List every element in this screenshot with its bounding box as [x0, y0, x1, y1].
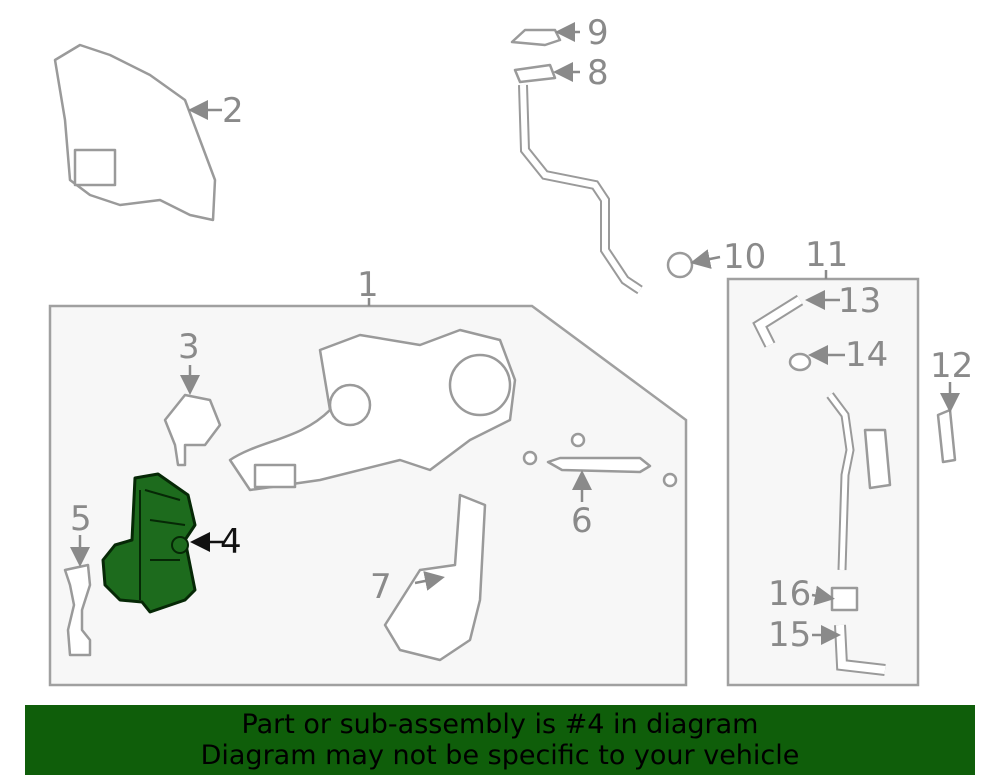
- callout-7: 7: [370, 567, 392, 607]
- flange-part-8[interactable]: [513, 63, 557, 84]
- washer: [662, 472, 678, 488]
- gasket-part-10[interactable]: [666, 251, 694, 279]
- callout-5: 5: [70, 499, 92, 539]
- callout-1: 1: [357, 265, 379, 305]
- gasket-part-12[interactable]: [936, 408, 957, 464]
- turbo-outlet: [328, 383, 372, 427]
- heat-shield-flange: [73, 148, 117, 187]
- actuator-part-3[interactable]: [163, 393, 222, 467]
- banner-line-1: Part or sub-assembly is #4 in diagram: [241, 709, 759, 740]
- callout-15: 15: [768, 615, 811, 655]
- callout-11: 11: [805, 235, 848, 275]
- turbo-compressor: [448, 353, 512, 417]
- heat-shield-part-2[interactable]: [53, 43, 217, 222]
- notice-banner: Part or sub-assembly is #4 in diagram Di…: [25, 705, 975, 775]
- clamp-part-14[interactable]: [788, 352, 812, 372]
- callout-13: 13: [838, 281, 881, 321]
- turbo-inlet: [253, 463, 297, 489]
- bracket-part-5[interactable]: [63, 563, 92, 657]
- link-part-6[interactable]: [546, 456, 652, 474]
- banner-line-2: Diagram may not be specific to your vehi…: [200, 740, 800, 771]
- callout-2: 2: [222, 91, 244, 131]
- gasket-part-9[interactable]: [510, 28, 562, 47]
- washer: [522, 450, 538, 466]
- callout-4: 4: [220, 522, 242, 562]
- clamp-part-16[interactable]: [830, 586, 859, 612]
- callout-8: 8: [587, 53, 609, 93]
- callout-9: 9: [587, 13, 609, 53]
- wastegate-actuator-part-4[interactable]: [101, 472, 197, 614]
- callout-12: 12: [930, 346, 973, 386]
- callout-14: 14: [845, 335, 888, 375]
- callout-10: 10: [723, 237, 766, 277]
- washer: [570, 432, 586, 448]
- callout-6: 6: [571, 501, 593, 541]
- callout-3: 3: [178, 327, 200, 367]
- oil-pipe-part-8[interactable]: [518, 84, 643, 295]
- pipe-flange: [863, 428, 892, 490]
- callout-16: 16: [768, 574, 811, 614]
